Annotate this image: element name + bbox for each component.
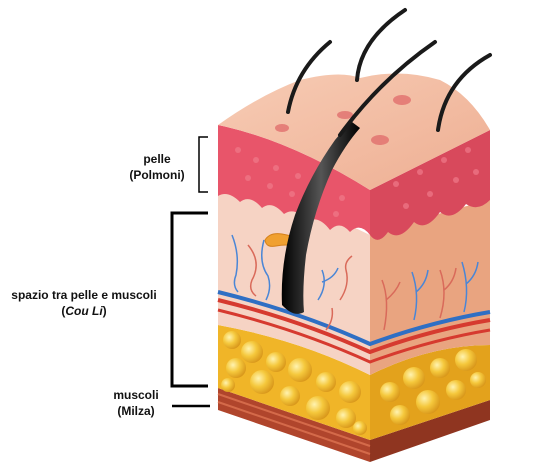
artery — [217, 298, 491, 355]
dermis-side — [370, 200, 490, 375]
label-muscles-line2: (Milza) — [117, 404, 155, 418]
epidermis-side — [370, 130, 490, 240]
label-interstitial-line2: (Cou Li) — [61, 304, 107, 318]
muscle-layer-side — [370, 400, 490, 462]
hair-shaft-2 — [355, 8, 407, 82]
surface-pores — [275, 95, 411, 145]
bracket-skin — [198, 136, 208, 193]
epidermis-front — [218, 125, 370, 235]
fat-bubbles — [221, 331, 486, 435]
artery-lower — [217, 308, 491, 364]
hair-shaft-main — [338, 40, 437, 137]
vein — [217, 290, 491, 347]
label-skin-line1: pelle — [143, 152, 171, 166]
label-muscles-line1: muscoli — [113, 388, 159, 402]
bracket-interstitial — [170, 211, 208, 388]
label-interstitial-cou-li: Cou Li — [65, 304, 103, 318]
label-interstitial-line1: spazio tra pelle e muscoli — [11, 288, 157, 302]
label-skin-line2: (Polmoni) — [129, 168, 185, 182]
label-muscles: muscoli (Milza) — [96, 387, 176, 419]
label-interstitial-space: spazio tra pelle e muscoli (Cou Li) — [4, 287, 164, 319]
hair-shaft-1 — [286, 40, 332, 114]
capillaries — [231, 234, 479, 331]
hair-shaft-3 — [436, 53, 492, 132]
label-skin: pelle (Polmoni) — [118, 151, 196, 183]
hair-follicle — [281, 122, 360, 314]
